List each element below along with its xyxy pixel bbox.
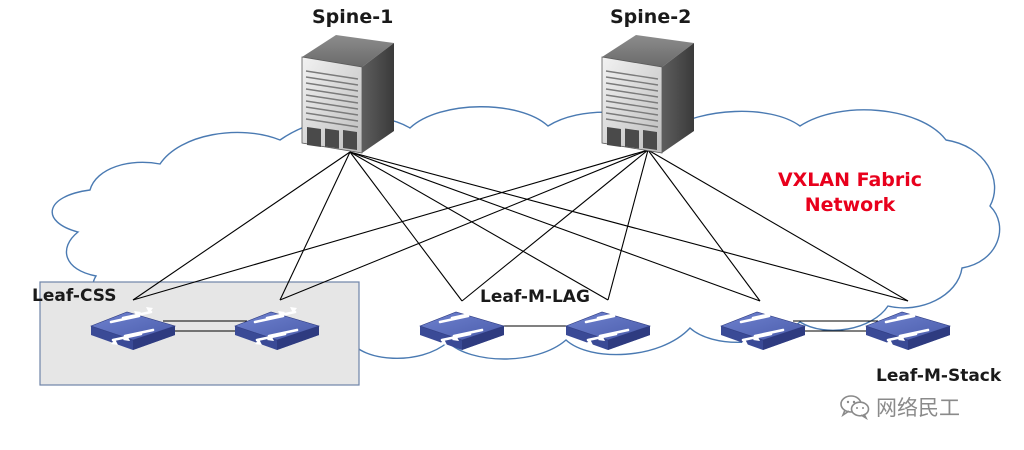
uplink-spine-2-leaf-css-1 (132, 149, 649, 301)
uplink-spine-1-leaf-mlag-1 (349, 151, 463, 302)
uplink-spine-2-leaf-css-2 (279, 149, 649, 301)
vxlan-fabric-label-line1: VXLAN Fabric (777, 169, 923, 191)
spine-2-label: Spine-2 (610, 6, 692, 28)
leaf-css-label: Leaf-CSS (32, 286, 117, 306)
uplink-spine-2-leaf-mlag-1 (461, 149, 649, 302)
watermark: 网络民工 (840, 392, 960, 422)
uplink-spine-2-leaf-mlag-2 (607, 149, 649, 301)
leaf-mlag-1-switch-icon (419, 307, 506, 350)
uplink-spine-1-leaf-mstack-2 (349, 151, 909, 302)
leaf-css-1-switch-icon (90, 307, 177, 350)
vxlan-fabric-label: VXLAN Fabric Network (760, 168, 940, 218)
uplink-spine-1-leaf-mlag-2 (349, 151, 609, 301)
spine-1-label: Spine-1 (312, 6, 394, 28)
spine-2-chassis-switch-icon (601, 35, 694, 154)
leaf-m-stack-label: Leaf-M-Stack (876, 366, 1002, 386)
nodes-layer (90, 35, 952, 350)
vxlan-fabric-label-line2: Network (804, 194, 896, 216)
uplink-spine-2-leaf-mstack-2 (647, 149, 909, 302)
uplink-spine-1-leaf-mstack-1 (349, 151, 761, 302)
uplink-spine-2-leaf-mstack-1 (647, 149, 761, 302)
leaf-mlag-2-switch-icon (565, 307, 652, 350)
leaf-mstack-1-switch-icon (720, 307, 807, 350)
leaf-m-lag-label: Leaf-M-LAG (480, 287, 590, 307)
leaf-mstack-2-switch-icon (865, 307, 952, 350)
spine-1-chassis-switch-icon (301, 35, 394, 154)
wechat-icon (840, 395, 870, 420)
uplink-spine-1-leaf-css-2 (279, 151, 351, 301)
uplink-spine-1-leaf-css-1 (132, 151, 351, 301)
leaf-css-2-switch-icon (234, 307, 321, 350)
links-layer (132, 149, 909, 332)
watermark-text: 网络民工 (876, 396, 960, 420)
